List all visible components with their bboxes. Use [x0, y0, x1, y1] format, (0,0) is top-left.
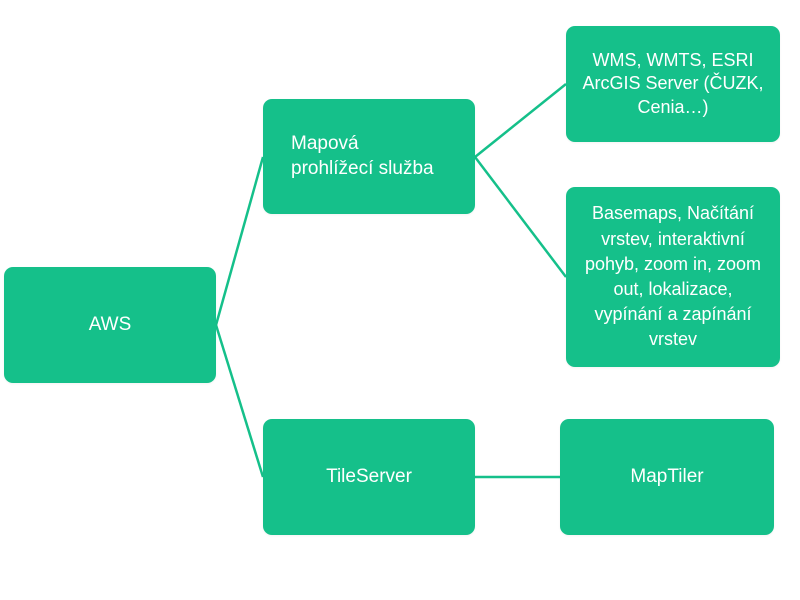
node-wms-services: WMS, WMTS, ESRI ArcGIS Server (ČUZK, Cen…	[566, 26, 780, 142]
node-basemaps-features: Basemaps, Načítání vrstev, interaktivní …	[566, 187, 780, 367]
node-maptiler: MapTiler	[560, 419, 774, 535]
connector-map-service-to-basemaps	[474, 156, 567, 278]
node-wms-services-label: WMS, WMTS, ESRI ArcGIS Server (ČUZK, Cen…	[582, 49, 764, 117]
node-map-service: Mapová prohlížecí služba	[263, 99, 475, 214]
connector-aws-to-tileserver	[214, 324, 265, 478]
node-maptiler-label: MapTiler	[630, 465, 704, 487]
connector-aws-to-map-service	[214, 156, 265, 326]
node-aws: AWS	[4, 267, 216, 383]
node-map-service-label: Mapová prohlížecí služba	[291, 132, 434, 179]
node-basemaps-features-label: Basemaps, Načítání vrstev, interaktivní …	[584, 203, 762, 350]
node-tileserver-label: TileServer	[326, 465, 412, 487]
node-tileserver: TileServer	[263, 419, 475, 535]
connector-map-service-to-wms	[474, 83, 567, 158]
node-aws-label: AWS	[88, 313, 132, 335]
